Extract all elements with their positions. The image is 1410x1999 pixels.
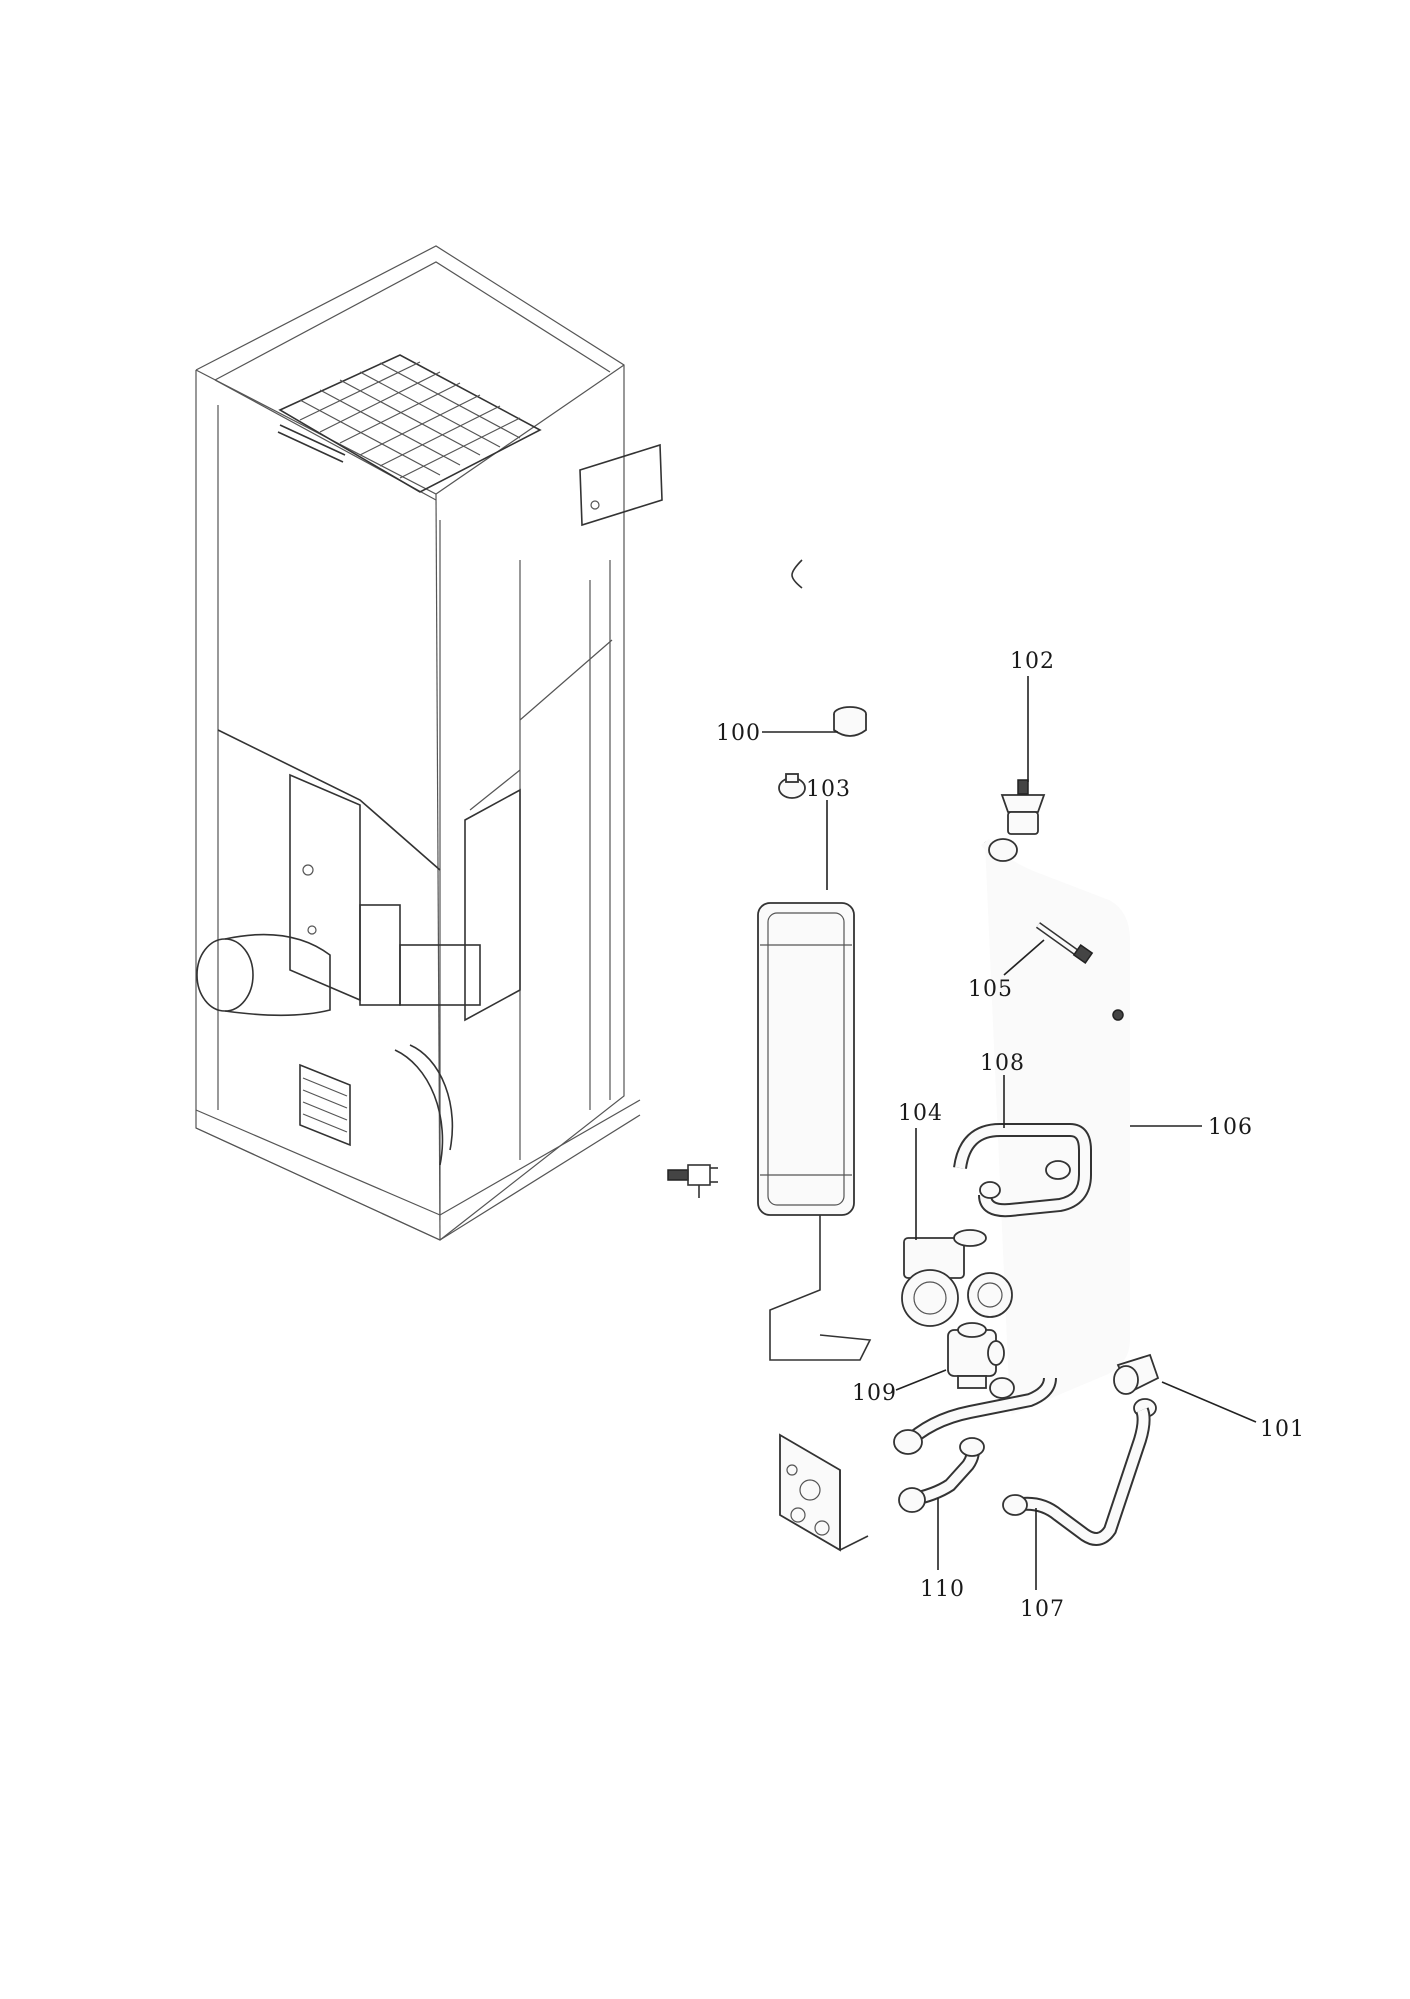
callout-101: 101 (1260, 1417, 1305, 1442)
part-108-pipe (953, 1123, 1092, 1218)
part-109-valve (947, 1322, 1005, 1389)
leader-105 (1003, 939, 1045, 976)
callout-107: 107 (1020, 1597, 1065, 1622)
part-100-cap (833, 706, 867, 737)
lower-pipe-assembly (893, 1377, 1057, 1455)
callout-102: 102 (1010, 649, 1055, 674)
leader-101 (1161, 1381, 1257, 1423)
callout-108: 108 (980, 1051, 1025, 1076)
expansion-vessel (757, 902, 872, 1361)
callout-100: 100 (716, 721, 761, 746)
mounting-plate (779, 1433, 869, 1552)
fitting-unlabeled (667, 1164, 718, 1198)
callout-105: 105 (968, 977, 1013, 1002)
bracket-glyph (791, 559, 803, 589)
part-105-sensor (1035, 922, 1094, 964)
callout-110: 110 (920, 1577, 965, 1602)
part-103-valve (778, 773, 806, 799)
boiler-cabinet (195, 245, 718, 1241)
leader-109 (895, 1369, 947, 1391)
callout-103: 103 (806, 777, 851, 802)
callout-106: 106 (1208, 1115, 1253, 1140)
callout-104: 104 (898, 1101, 943, 1126)
callout-109: 109 (852, 1381, 897, 1406)
part-101-fitting (1113, 1353, 1160, 1418)
part-110-pipe (898, 1437, 985, 1513)
part-104-pump (901, 1229, 1013, 1327)
part-102-air-vent (1000, 779, 1046, 835)
part-107-pipe (1002, 1407, 1151, 1546)
